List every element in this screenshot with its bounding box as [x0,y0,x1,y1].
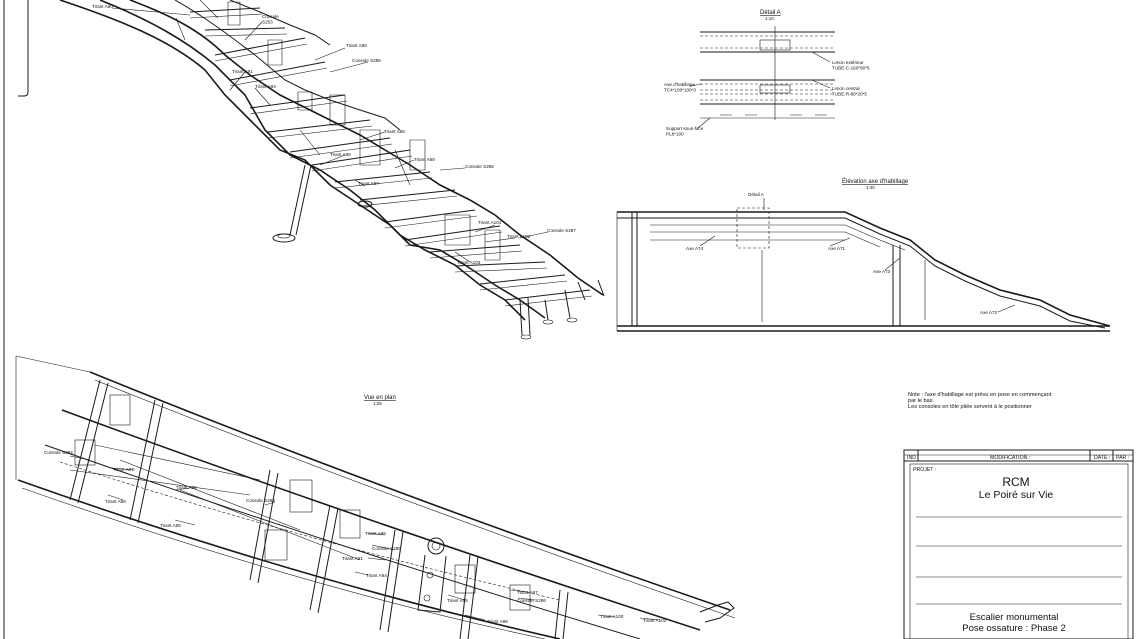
iso-label-t-a88: Tirant A88 [414,157,435,162]
title-block-ind: IND [907,455,916,461]
iso-label-t-a94: Tirant A94 [255,84,276,89]
elevation-view: Élévation axe d'habillage 1:40 Détail A … [616,178,1111,332]
plan-label-t-a95: Tirant A95 [447,598,468,603]
title-block-par: PAR : [1116,455,1129,461]
iso-label-t-a86: Tirant A86 [384,129,405,134]
iso-label-t-a102: Tirant A102 [507,234,531,239]
iso-label-c-s286: Console S286 [465,164,494,169]
iso-label-c-s285: Console S285 [352,58,381,63]
plan-label-t-a86: Tirant A86 [176,485,197,490]
elevation-scale: 1:40 [866,185,875,190]
drawing-note: Note : l'axe d'habillage est prévu en po… [908,392,1052,410]
elevation-label-axe-a71: Axe A71 [828,246,846,251]
title-block-phase: Pose ossature : Phase 2 [962,623,1066,634]
title-block-location: Le Poiré sur Vie [979,489,1054,501]
plan-label-t-a100: Tirant A100 [600,614,624,619]
plan-label-c-s284: Console S284 [44,450,73,455]
plan-label-t-a91: Tirant A91 [342,556,363,561]
plan-label-t-a88: Tirant A88 [105,499,126,504]
plan-view: Vue en plan 1:25 [15,355,736,639]
elevation-label-axe-a73: Axe A73 [873,269,891,274]
iso-label-t-a80: Tirant A80 [92,4,113,9]
note-line-3: Les consoles en tôle pliée servent à le … [908,404,1032,410]
title-block-modification: MODIFICATION : [990,455,1030,461]
iso-label-t-a87: Tirant A87 [358,181,379,186]
plan-label-t-a97: Tirant A97 [517,590,538,595]
plan-label-t-a98: Tirant A98 [487,619,508,624]
iso-label-c-s287: Console S287 [547,228,576,233]
isometric-view [59,0,605,340]
iso-label-t-a91: Tirant A91 [232,69,253,74]
iso-label-t-a85: Tirant A85 [346,43,367,48]
elevation-label-axe-a72: Axe A72 [980,310,998,315]
plan-label-c-s283: Console S283 [246,498,275,503]
plan-label-t-a85: Tirant A85 [160,523,181,528]
plan-label-t-a87: Tirant A87 [113,467,134,472]
iso-label-t-a95: Tirant A95 [330,152,351,157]
plan-label-t-a94: Tirant A94 [366,573,387,578]
detail-a-scale: 1:10 [765,16,774,21]
plan-labels: Console S284 Tirant A87 Tirant A86 Tiran… [44,450,667,624]
plan-label-c-s286: Console S286 [517,598,546,603]
note-line-1: Note : l'axe d'habillage est prévu en po… [908,392,1052,398]
title-block: IND MODIFICATION : DATE : PAR : PROJET :… [903,449,1134,639]
plan-label-t-a89: Tirant A89 [365,531,386,536]
detail-a-title: Détail A [760,10,781,16]
plan-label-t-a102: Tirant A102 [643,618,667,623]
title-block-client: RCM [1002,475,1029,489]
title-block-projet: PROJET : [913,467,936,473]
iso-label-t-a103: Tirant A103 [457,260,481,265]
iso-label-t-a101: Tirant A101 [478,220,502,225]
plan-scale: 1:25 [373,401,382,406]
title-block-date: DATE : [1094,455,1110,461]
title-block-subject: Escalier monumental [970,612,1059,623]
note-line-2: par le bas. [908,398,935,404]
plan-title: Vue en plan [364,395,396,401]
elevation-title: Élévation axe d'habillage [842,178,909,185]
elevation-detail-marker: Détail A [748,192,765,197]
elevation-label-axe-a74: Axe A74 [686,246,704,251]
plan-label-c-s285: Console S285 [372,546,401,551]
sheet-border-mark [3,0,29,639]
